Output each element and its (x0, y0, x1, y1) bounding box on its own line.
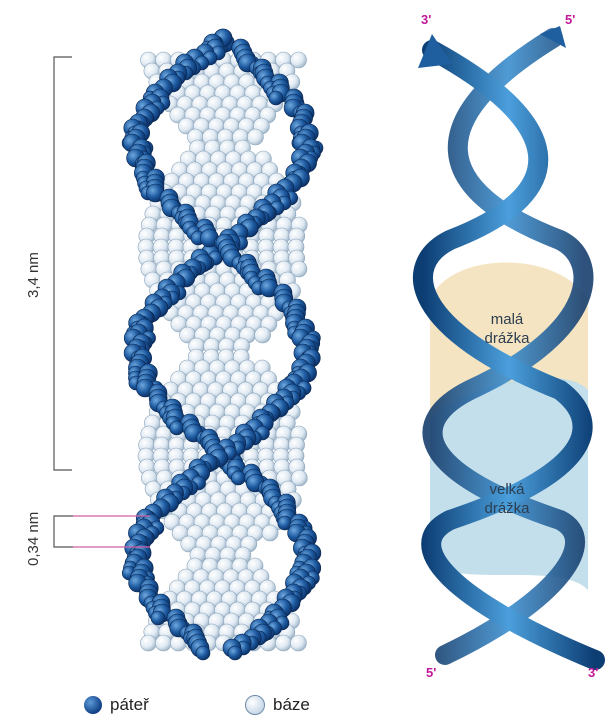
base-spacing-label: 0,34 nm (26, 512, 41, 566)
end-label-top-left: 3' (421, 12, 431, 27)
bases-swatch-icon (245, 695, 265, 715)
end-label-top-right: 5' (565, 12, 575, 27)
space-filling-model (122, 29, 323, 660)
minor-groove-label: malá drážka (452, 310, 562, 348)
major-groove-label: velká drážka (452, 480, 562, 518)
backbone-label: páteř (110, 695, 149, 715)
pitch-label: 3,4 nm (26, 252, 41, 298)
end-label-bottom-right: 3' (588, 665, 598, 680)
legend-backbone: páteř (84, 695, 149, 715)
scale-bar-pitch (54, 57, 72, 470)
end-label-bottom-left: 5' (426, 665, 436, 680)
bases-label: báze (273, 695, 310, 715)
legend-bases: báze (245, 695, 310, 715)
backbone-swatch-icon (84, 696, 102, 714)
